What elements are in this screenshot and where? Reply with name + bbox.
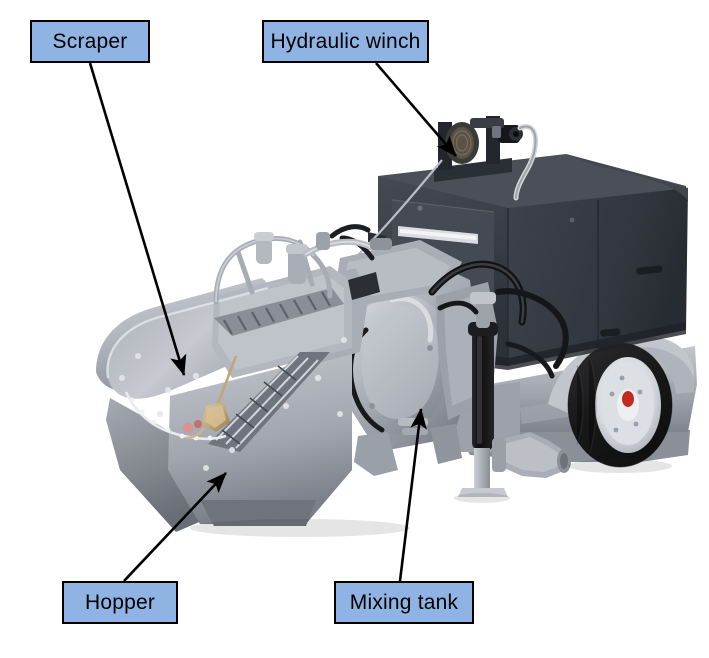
grate-band (208, 352, 330, 452)
scraper (185, 355, 238, 440)
safety-chain (124, 391, 227, 441)
discharge-outlet (492, 432, 571, 478)
hydraulic-hoses (339, 235, 569, 433)
hub-cap (622, 391, 634, 407)
wheel (567, 342, 673, 468)
jack-foot (458, 488, 508, 497)
ground-shadow (190, 459, 672, 537)
label-mixing-tank: Mixing tank (334, 581, 474, 624)
label-scraper-text: Scraper (52, 30, 128, 53)
label-hopper: Hopper (62, 581, 178, 624)
hopper (96, 266, 368, 532)
hydraulic-cylinder (458, 292, 508, 497)
label-hopper-text: Hopper (84, 591, 156, 614)
label-hydraulic-winch-text: Hydraulic winch (270, 30, 421, 53)
label-hydraulic-winch: Hydraulic winch (262, 20, 429, 63)
top-fittings (254, 224, 392, 300)
label-scraper: Scraper (30, 20, 150, 63)
grate-screen (214, 288, 344, 336)
label-mixing-tank-text: Mixing tank (349, 591, 459, 614)
